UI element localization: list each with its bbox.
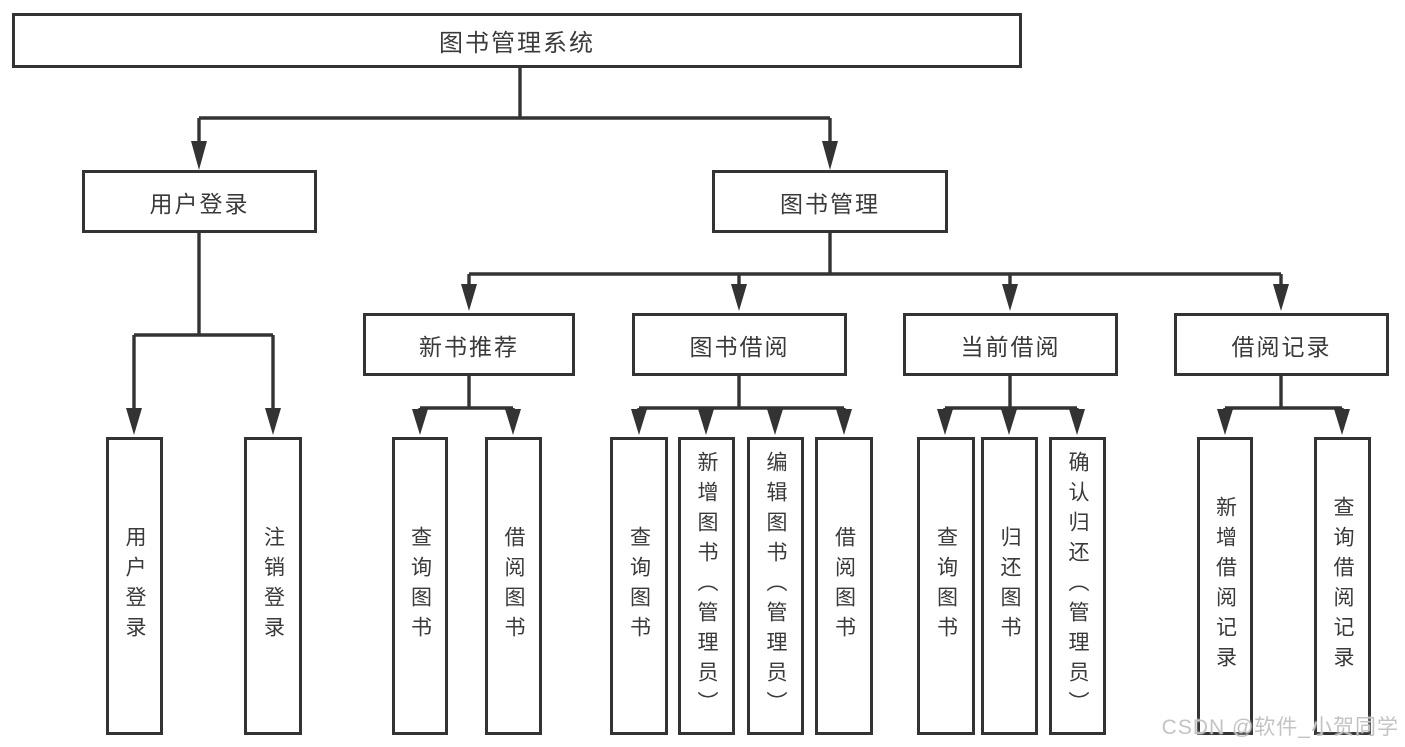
- arrowheads-user-login-to-leaves: [126, 408, 281, 435]
- arrowheads-current-borrow-to-leaves: [937, 409, 1085, 435]
- node-current-borrowing: 当前借阅: [903, 313, 1118, 376]
- leaf-return-books: 归还图书: [981, 437, 1038, 735]
- leaf-query-books-3: 查询图书: [917, 437, 975, 735]
- leaf-query-books-1: 查询图书: [392, 437, 448, 735]
- connector-user-login-to-leaves: [132, 231, 275, 409]
- leaf-borrow-books-1: 借阅图书: [485, 437, 542, 735]
- connector-current-borrow-to-leaves: [943, 374, 1079, 412]
- node-book-borrowing: 图书借阅: [632, 313, 847, 376]
- csdn-watermark: CSDN @软件_小贺同学: [1161, 716, 1399, 739]
- connector-book-borrow-to-leaves: [637, 374, 846, 412]
- connector-book-mgmt-to-level3: [467, 231, 1283, 286]
- leaf-add-books-admin: 新增图书（管理员）: [678, 437, 735, 735]
- node-book-management: 图书管理: [712, 170, 948, 233]
- node-borrowing-records: 借阅记录: [1174, 313, 1389, 376]
- arrowheads-new-books-to-leaves: [412, 409, 521, 435]
- connector-root-to-level2: [197, 66, 832, 142]
- leaf-edit-books-admin: 编辑图书（管理员）: [747, 437, 804, 735]
- leaf-add-borrow-record: 新增借阅记录: [1197, 437, 1253, 735]
- arrowheads-borrow-records-to-leaves: [1217, 409, 1350, 435]
- node-new-book-recommend: 新书推荐: [363, 313, 575, 376]
- leaf-logout: 注销登录: [244, 437, 302, 735]
- node-user-login: 用户登录: [82, 170, 317, 233]
- arrowheads-root-to-level2: [191, 141, 838, 170]
- node-library-management-system: 图书管理系统: [12, 13, 1022, 68]
- leaf-user-login: 用户登录: [106, 437, 163, 735]
- leaf-query-borrow-record: 查询借阅记录: [1314, 437, 1371, 735]
- connector-borrow-records-to-leaves: [1223, 374, 1344, 412]
- arrowheads-book-mgmt-to-level3: [461, 284, 1289, 311]
- connector-new-books-to-leaves: [418, 374, 515, 412]
- leaf-query-books-2: 查询图书: [610, 437, 668, 735]
- leaf-borrow-books-2: 借阅图书: [815, 437, 873, 735]
- arrowheads-book-borrow-to-leaves: [631, 409, 852, 435]
- leaf-confirm-return-admin: 确认归还（管理员）: [1049, 437, 1106, 735]
